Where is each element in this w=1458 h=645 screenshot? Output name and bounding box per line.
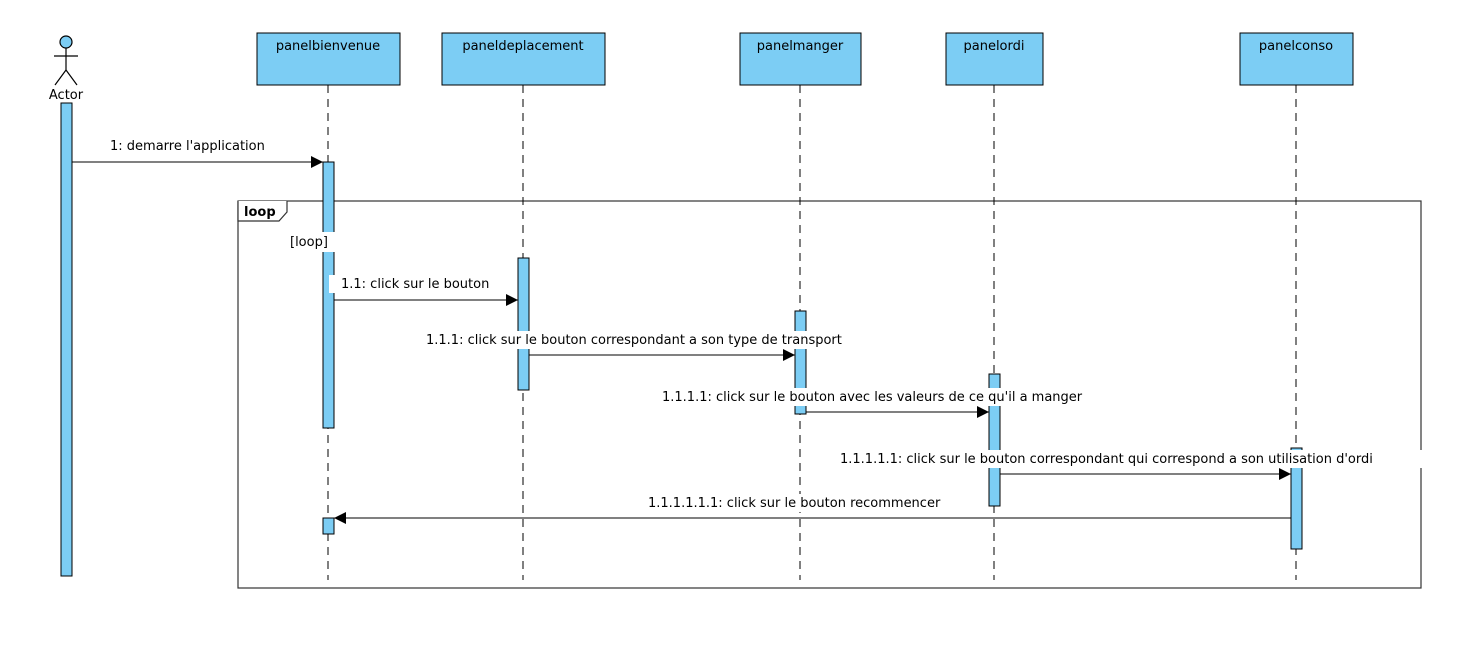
message-label: 1.1.1.1: click sur le bouton avec les va… (662, 390, 1083, 405)
message-1-1: 1.1: click sur le bouton (329, 275, 518, 306)
message-label: 1: demarre l'application (110, 139, 265, 154)
activation-bar-panelconso (1290, 447, 1303, 550)
message-1-1-1-1-1-1: 1.1.1.1.1.1: click sur le bouton recomme… (334, 494, 1291, 524)
lifeline-panelbienvenue: panelbienvenue (256, 32, 401, 580)
message-1-1-1-1-1: 1.1.1.1.1: click sur le bouton correspon… (836, 450, 1436, 480)
message-label: 1.1: click sur le bouton (341, 277, 489, 292)
message-label: 1.1.1.1.1: click sur le bouton correspon… (840, 452, 1373, 467)
lifeline-label: panelconso (1259, 39, 1333, 54)
loop-guard: [loop] (286, 232, 336, 252)
message-1: 1: demarre l'application (72, 139, 323, 168)
actor-figure-icon (54, 35, 78, 86)
lifeline-paneldeplacement: paneldeplacement (441, 32, 606, 580)
fragment-operator: loop (244, 205, 276, 220)
message-1-1-1: 1.1.1: click sur le bouton correspondant… (422, 331, 896, 361)
actor-label: Actor (49, 88, 84, 103)
lifeline-label: panelbienvenue (276, 39, 380, 54)
activation-bar-paneldeplacement (517, 257, 530, 391)
loop-fragment: loop (237, 200, 1422, 589)
activation-bar-panelmanger (794, 310, 807, 415)
activation-bar-panelbienvenue (322, 161, 335, 429)
message-1-1-1-1: 1.1.1.1: click sur le bouton avec les va… (658, 388, 1133, 418)
activation-bar-panelordi (988, 373, 1001, 507)
message-label: 1.1.1.1.1.1: click sur le bouton recomme… (648, 496, 941, 511)
actor: Actor (49, 35, 84, 577)
lifeline-label: paneldeplacement (462, 39, 583, 54)
message-label: 1.1.1: click sur le bouton correspondant… (426, 333, 842, 348)
guard-label: [loop] (290, 235, 328, 250)
lifeline-label: panelordi (963, 39, 1024, 54)
activation-bar-panelbienvenue-return (322, 517, 335, 535)
lifeline-panelordi: panelordi (945, 32, 1044, 580)
lifeline-label: panelmanger (757, 39, 844, 54)
